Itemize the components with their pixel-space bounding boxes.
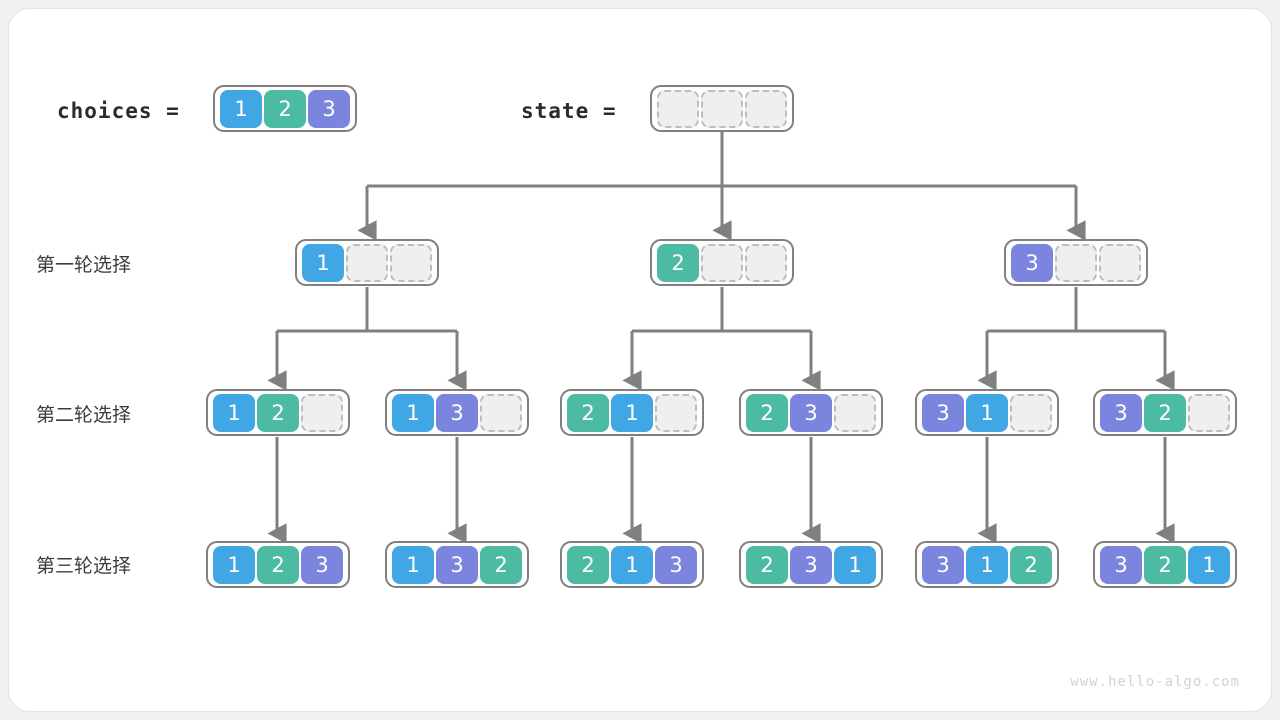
level2-node3-cell-0: 2 <box>746 393 788 432</box>
diagram-card <box>8 8 1272 712</box>
level2-node5-cell-2 <box>1188 393 1230 432</box>
level3-node5-cell-1: 2 <box>1144 545 1186 584</box>
state-cell-1 <box>701 89 743 128</box>
level1-node2-cell-1 <box>1055 243 1097 282</box>
level2-node4-cell-2 <box>1010 393 1052 432</box>
level3-node0-cell-0: 1 <box>213 545 255 584</box>
level2-node4-cell-1: 1 <box>966 393 1008 432</box>
choices-cell-1: 2 <box>264 89 306 128</box>
level3-node1-cell-2: 2 <box>480 545 522 584</box>
level3-node5-cell-0: 3 <box>1100 545 1142 584</box>
tree-node-level1-0: 1 <box>295 239 439 286</box>
tree-node-level1-2: 3 <box>1004 239 1148 286</box>
level2-node1-cell-0: 1 <box>392 393 434 432</box>
level2-node3-cell-1: 3 <box>790 393 832 432</box>
level3-node2-cell-2: 3 <box>655 545 697 584</box>
level1-node2-cell-2 <box>1099 243 1141 282</box>
level3-node1-cell-1: 3 <box>436 545 478 584</box>
choices-cell-0: 1 <box>220 89 262 128</box>
level3-node2-cell-0: 2 <box>567 545 609 584</box>
level2-node2-cell-0: 2 <box>567 393 609 432</box>
level1-node0-cell-1 <box>346 243 388 282</box>
level2-node1-cell-1: 3 <box>436 393 478 432</box>
level1-node1-cell-0: 2 <box>657 243 699 282</box>
row-label-round2: 第二轮选择 <box>36 404 132 426</box>
row-label-round3: 第三轮选择 <box>36 555 132 577</box>
level2-node4-cell-0: 3 <box>922 393 964 432</box>
level1-node0-cell-0: 1 <box>302 243 344 282</box>
row-label-round1: 第一轮选择 <box>36 254 132 276</box>
choices-label: choices = <box>57 99 180 123</box>
level3-node3-cell-1: 3 <box>790 545 832 584</box>
level1-node1-cell-1 <box>701 243 743 282</box>
level3-node2-cell-1: 1 <box>611 545 653 584</box>
level2-node0-cell-1: 2 <box>257 393 299 432</box>
level2-node3-cell-2 <box>834 393 876 432</box>
state-cell-2 <box>745 89 787 128</box>
level2-node2-cell-2 <box>655 393 697 432</box>
level3-node3-cell-0: 2 <box>746 545 788 584</box>
level2-node2-cell-1: 1 <box>611 393 653 432</box>
choices-cell-2: 3 <box>308 89 350 128</box>
state-array <box>650 85 794 132</box>
level2-node5-cell-1: 2 <box>1144 393 1186 432</box>
level3-node4-cell-1: 1 <box>966 545 1008 584</box>
watermark: www.hello-algo.com <box>1070 674 1240 690</box>
level3-node1-cell-0: 1 <box>392 545 434 584</box>
level3-node0-cell-1: 2 <box>257 545 299 584</box>
level3-node4-cell-2: 2 <box>1010 545 1052 584</box>
level3-node4-cell-0: 3 <box>922 545 964 584</box>
level1-node1-cell-2 <box>745 243 787 282</box>
level2-node0-cell-0: 1 <box>213 393 255 432</box>
state-cell-0 <box>657 89 699 128</box>
level2-node0-cell-2 <box>301 393 343 432</box>
level2-node5-cell-0: 3 <box>1100 393 1142 432</box>
tree-node-level1-1: 2 <box>650 239 794 286</box>
level3-node3-cell-2: 1 <box>834 545 876 584</box>
state-label: state = <box>521 99 617 123</box>
level3-node0-cell-2: 3 <box>301 545 343 584</box>
level1-node0-cell-2 <box>390 243 432 282</box>
level2-node1-cell-2 <box>480 393 522 432</box>
level3-node5-cell-2: 1 <box>1188 545 1230 584</box>
level1-node2-cell-0: 3 <box>1011 243 1053 282</box>
